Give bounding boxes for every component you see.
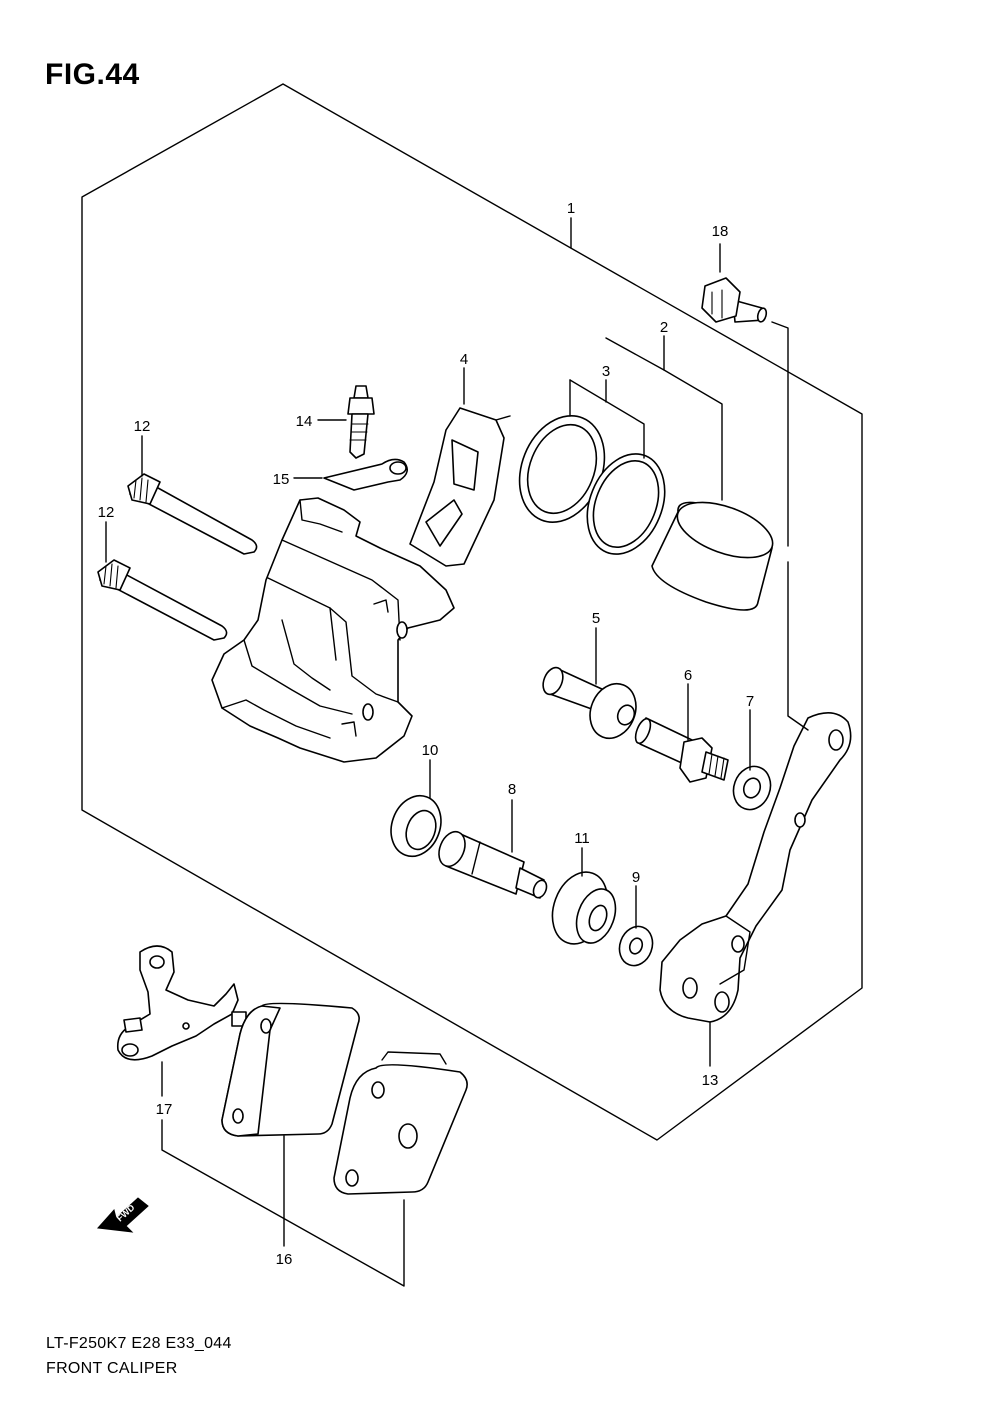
- callout-16: 16: [276, 1251, 293, 1268]
- part-3-seals[interactable]: [504, 403, 679, 566]
- part-12-pad-pin-lower[interactable]: [97, 559, 228, 641]
- callout-11: 11: [574, 830, 590, 847]
- callout-8: 8: [508, 781, 516, 798]
- callout-labels: 1 2 3 4 5 6 7 8 9 10 11 12 12 13 14 15 1…: [98, 200, 755, 1268]
- part-16-brake-pad-front[interactable]: [221, 1002, 360, 1137]
- callout-14: 14: [296, 413, 313, 430]
- part-18-mounting-bolt[interactable]: [701, 277, 768, 323]
- callout-6: 6: [684, 667, 692, 684]
- caliper-body[interactable]: [211, 497, 455, 763]
- assembly-boundary: [81, 83, 863, 1141]
- callout-15: 15: [273, 471, 290, 488]
- callout-5: 5: [592, 610, 600, 627]
- callout-17: 17: [156, 1101, 173, 1118]
- part-16-brake-pad-rear[interactable]: [333, 1051, 468, 1195]
- part-14-bleeder-valve[interactable]: [347, 385, 375, 459]
- part-6-threaded-pin-bolt[interactable]: [633, 717, 729, 783]
- part-9-washer-small[interactable]: [614, 922, 658, 971]
- part-13-caliper-holder[interactable]: [659, 712, 852, 1023]
- part-17-pad-shim[interactable]: [116, 945, 247, 1061]
- callout-3: 3: [602, 363, 610, 380]
- part-2-piston[interactable]: [651, 491, 780, 611]
- callout-7: 7: [746, 693, 754, 710]
- callout-13: 13: [702, 1072, 719, 1089]
- part-4-pad-spring[interactable]: [409, 407, 511, 567]
- part-5-pin-bolt[interactable]: [539, 665, 643, 746]
- figure-title: FIG.44: [45, 58, 140, 91]
- callout-18: 18: [712, 223, 729, 240]
- part-7-washer[interactable]: [728, 761, 777, 815]
- callout-1: 1: [567, 200, 575, 217]
- part-12-pad-pin-upper[interactable]: [127, 473, 258, 555]
- section-name: FRONT CALIPER: [46, 1360, 178, 1377]
- leader-lines: [105, 217, 809, 1287]
- part-10-boot[interactable]: [383, 789, 449, 864]
- part-15-bleeder-cap[interactable]: [323, 458, 408, 491]
- callout-12-lower: 12: [98, 504, 115, 521]
- callout-9: 9: [632, 869, 640, 886]
- callout-12-upper: 12: [134, 418, 151, 435]
- callout-10: 10: [422, 742, 439, 759]
- fwd-direction-arrow: FWD: [96, 1197, 149, 1233]
- callout-4: 4: [460, 351, 468, 368]
- callout-2: 2: [660, 319, 668, 336]
- part-11-boot-large[interactable]: [543, 864, 623, 951]
- model-code: LT-F250K7 E28 E33_044: [46, 1335, 232, 1352]
- part-8-slide-pin[interactable]: [434, 828, 549, 900]
